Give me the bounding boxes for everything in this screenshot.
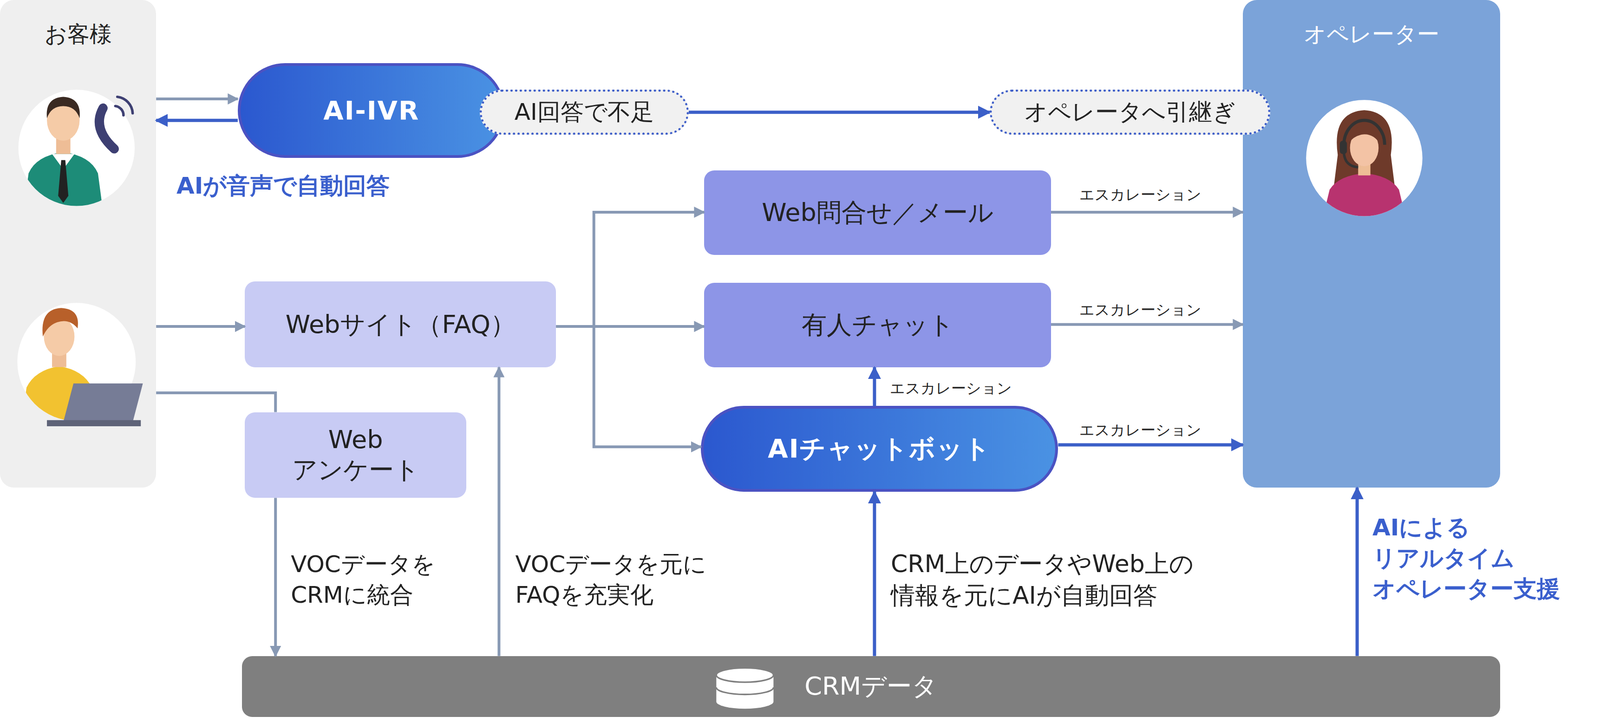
customer-phone-icon (52, 154, 75, 170)
status-pill: オペレータへ引継ぎ (989, 89, 1271, 135)
database-icon (716, 687, 774, 695)
node-label: オペレータへ引継ぎ (1024, 97, 1236, 128)
customer-laptop-icon (20, 365, 98, 434)
connector-arrow (872, 491, 876, 657)
survey-box: Web アンケート (244, 412, 467, 499)
node-label: AI-IVR (323, 93, 420, 128)
connector-arrow (555, 325, 705, 328)
operator-icon (1306, 99, 1423, 220)
edge-label: エスカレーション (1061, 420, 1220, 440)
connector-arrow (555, 212, 705, 327)
operator-icon (1349, 126, 1381, 145)
node-label: AIチャットボット (767, 431, 992, 466)
connector-arrow (156, 97, 238, 101)
customer-phone-icon (18, 89, 135, 206)
customer-phone-icon (18, 89, 135, 220)
operator-icon (1332, 110, 1396, 196)
connector-arrow (497, 367, 501, 657)
operator-icon (1322, 110, 1406, 220)
customer-laptop-icon (17, 302, 136, 422)
faq-box: Webサイト（FAQ） (244, 281, 556, 368)
operator-icon (1344, 152, 1359, 168)
annotation-text: AIが音声で自動回答 (176, 170, 483, 202)
node-label: お客様 (44, 19, 112, 49)
operator-icon (1322, 173, 1406, 220)
operator-icon (1358, 159, 1371, 176)
edge-label: エスカレーション (889, 378, 1033, 399)
database-icon (716, 675, 774, 709)
customer-laptop-icon (17, 302, 143, 434)
connector-arrow (555, 326, 701, 447)
customer-phone-icon (46, 99, 80, 141)
node-label: Web アンケート (279, 424, 433, 486)
connector-arrow (872, 367, 876, 406)
node-label: オペレーター (1303, 19, 1440, 49)
status-pill: AI回答で不足 (479, 89, 689, 135)
customer-laptop-icon (42, 307, 78, 337)
edge-label: エスカレーション (1061, 300, 1220, 320)
customer-laptop-icon (20, 307, 98, 434)
customer-laptop-icon (43, 317, 75, 356)
operator-icon (1344, 120, 1385, 145)
node-label: 有人チャット (801, 308, 954, 342)
connector-arrow (688, 110, 990, 114)
customer-laptop-icon (52, 348, 67, 368)
chatbot-pill: AIチャットボット (700, 405, 1058, 492)
connector-arrow (156, 118, 238, 123)
edge-label: VOCデータを元に FAQを充実化 (515, 548, 725, 611)
operator-band: オペレーター (1242, 0, 1501, 488)
customer-band: お客様 (0, 0, 157, 488)
crm-bar: CRMデータ (241, 656, 1501, 718)
customer-phone-icon (46, 97, 80, 119)
connector-arrow (156, 325, 245, 328)
customer-phone-icon (58, 160, 69, 203)
operator-icon (1306, 99, 1423, 216)
connector-arrow (1051, 323, 1243, 327)
customer-phone-icon (99, 108, 115, 150)
edge-label: エスカレーション (1061, 184, 1220, 205)
node-label: CRMデータ (804, 670, 938, 703)
customer-phone-icon (115, 105, 124, 116)
customer-laptop-icon (63, 383, 143, 423)
operator-icon (1339, 140, 1347, 155)
channel-box: 有人チャット (704, 282, 1052, 368)
customer-phone-icon (22, 97, 105, 220)
ivr-pill: AI-IVR (237, 63, 506, 158)
node-label: Webサイト（FAQ） (285, 308, 516, 341)
node-label: Web問合せ／メール (761, 196, 994, 229)
customer-phone-icon (56, 134, 71, 155)
customer-laptop-icon (46, 420, 141, 427)
edge-label: CRM上のデータやWeb上の 情報を元にAIが自動回答 (890, 548, 1243, 612)
customer-phone-icon (117, 97, 133, 114)
node-label: AI回答で不足 (514, 97, 654, 128)
database-icon (716, 667, 774, 683)
operator-icon (1350, 129, 1379, 167)
connector-arrow (156, 392, 276, 413)
customer-phone-icon (22, 151, 105, 220)
connector-arrow (1355, 487, 1359, 657)
database-icon (716, 667, 774, 709)
connector-arrow (274, 497, 277, 657)
connector-arrow (1051, 210, 1243, 214)
edge-label: VOCデータを CRMに統合 (290, 548, 460, 611)
channel-box: Web問合せ／メール (704, 170, 1052, 255)
connector-arrow (1057, 443, 1243, 447)
edge-label: AIによる リアルタイム オペレーター支援 (1372, 512, 1577, 605)
